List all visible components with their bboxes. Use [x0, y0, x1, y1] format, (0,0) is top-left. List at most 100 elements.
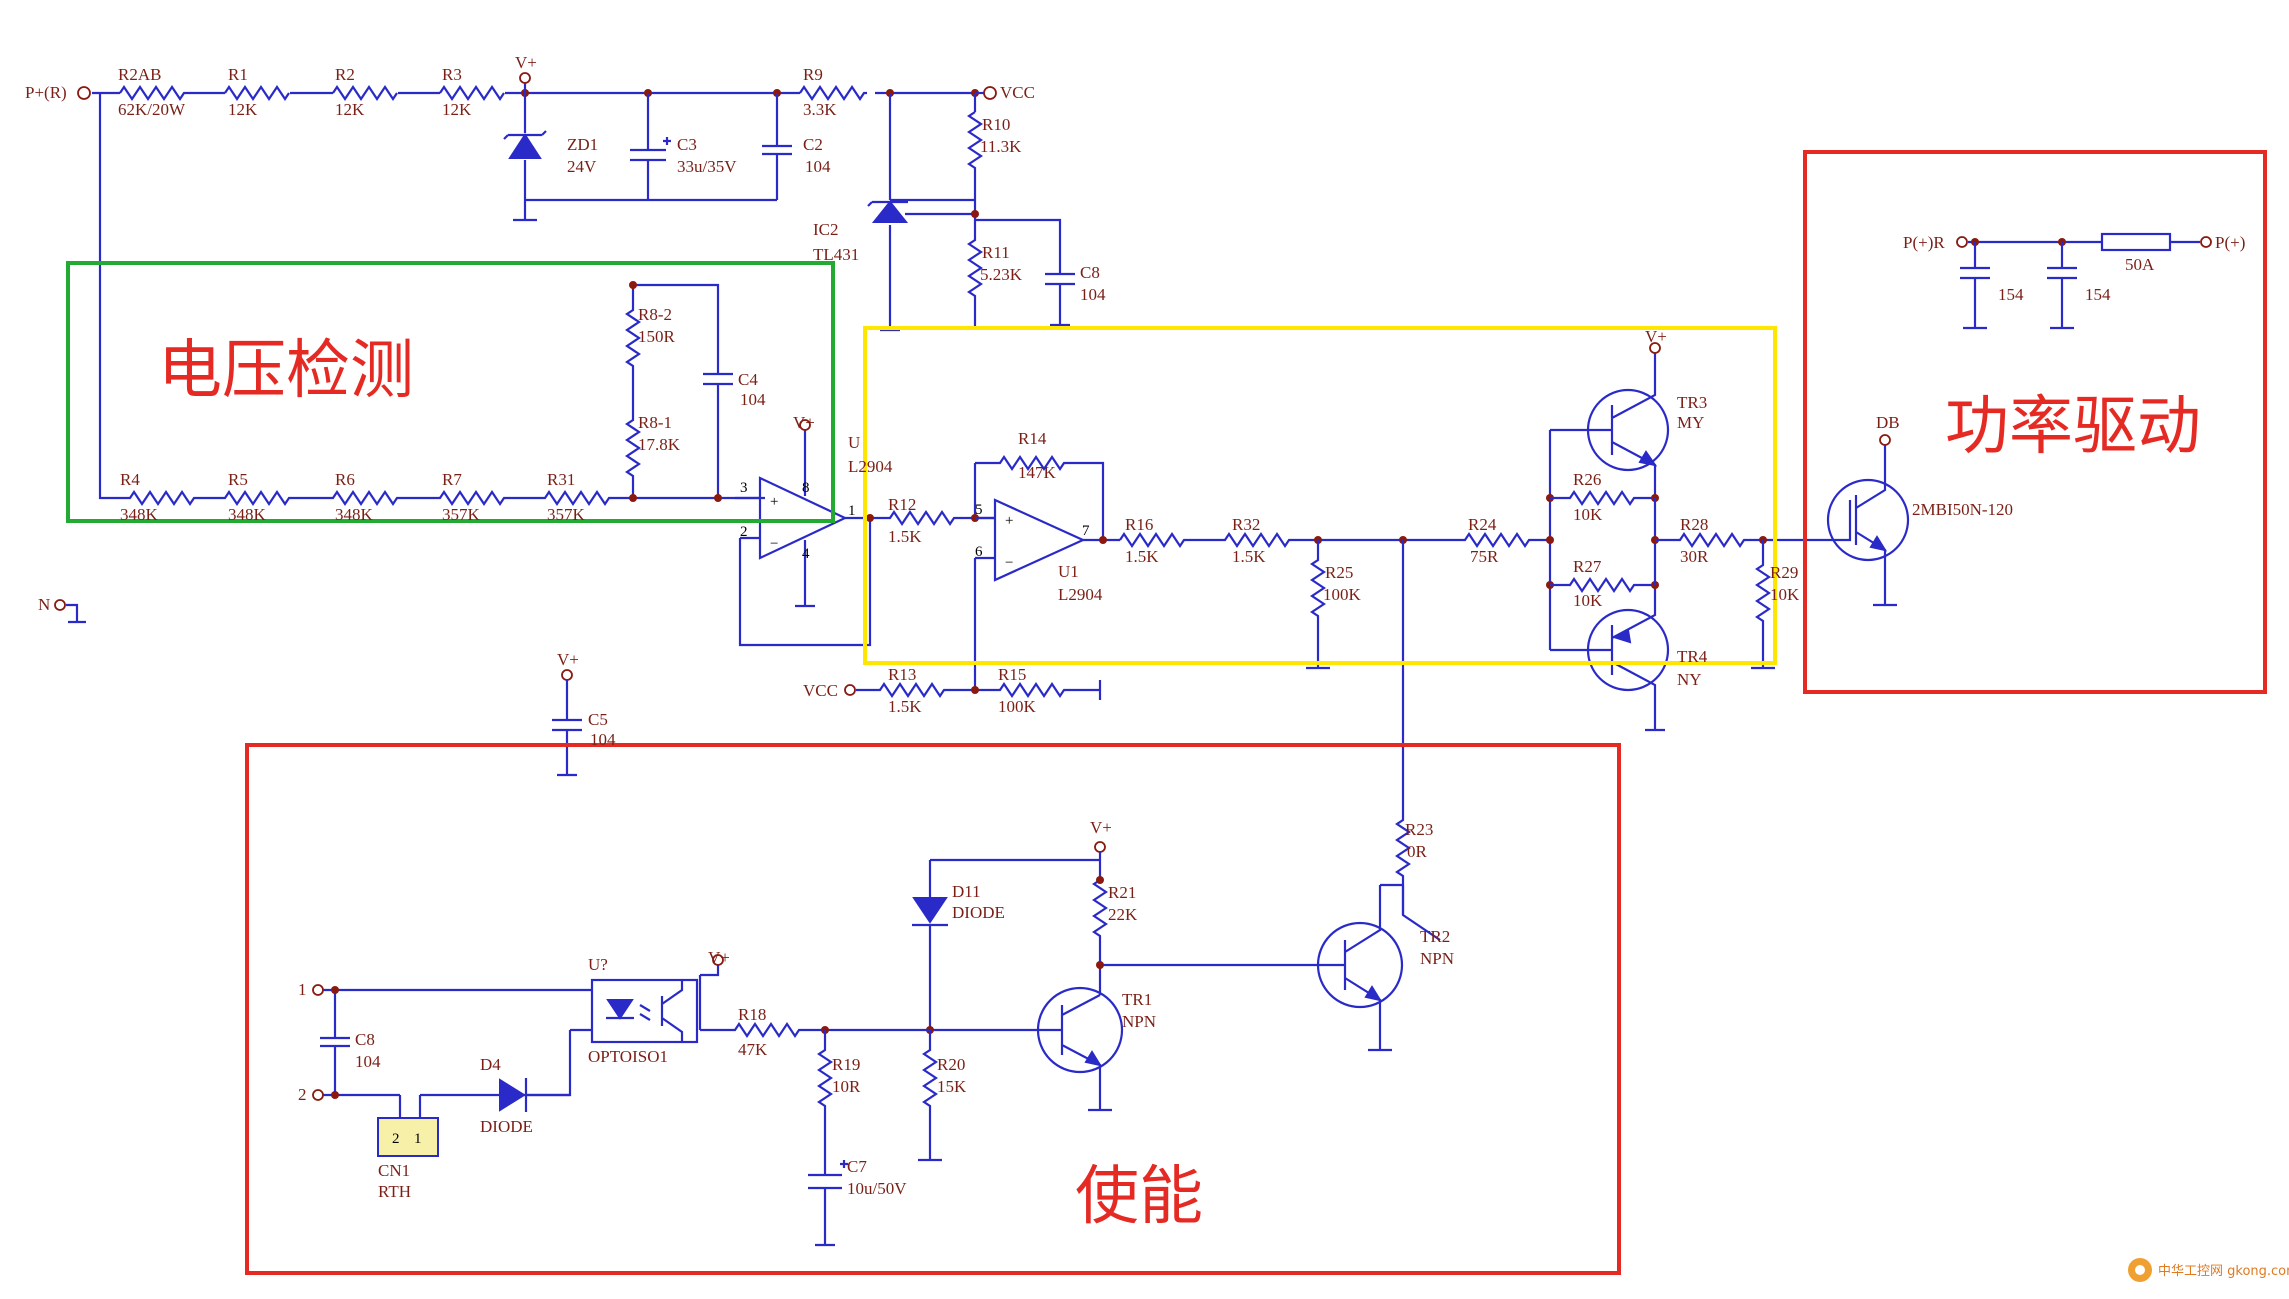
value-fuse: 50A [2125, 255, 2155, 274]
label-r81: R8-1 [638, 413, 672, 432]
pin-1: 1 [848, 503, 856, 519]
label-r25: R25 [1325, 563, 1353, 582]
port-input-2: 2 [298, 1085, 307, 1104]
port-n: N [38, 595, 50, 614]
value-r18: 47K [738, 1040, 768, 1059]
label-ic2: IC2 [813, 220, 839, 239]
resistor-r2ab [119, 85, 190, 101]
label-r12: R12 [888, 495, 916, 514]
value-ic2: TL431 [813, 245, 859, 264]
svg-text:+: + [770, 494, 778, 510]
pin-6: 6 [975, 544, 983, 560]
port-p-r: P+(R) [25, 83, 67, 102]
value-c7: 10u/50V [847, 1179, 907, 1198]
pin-4: 4 [802, 546, 810, 562]
port-vcc-mid: VCC [803, 681, 838, 700]
label-tr3: TR3 [1677, 393, 1707, 412]
value-r16: 1.5K [1125, 547, 1159, 566]
label-r24: R24 [1468, 515, 1497, 534]
enable-title: 使能 [1075, 1160, 1203, 1234]
value-c154b: 154 [2085, 285, 2111, 304]
port-vplus-3: V+ [1645, 327, 1667, 346]
watermark-text: 中华工控网 gkong.com [2158, 1264, 2289, 1279]
label-r2: R2 [335, 65, 355, 84]
value-r20: 15K [937, 1077, 967, 1096]
resistor-r1 [224, 85, 290, 101]
value-c3: 33u/35V [677, 157, 737, 176]
port-input-1: 1 [298, 980, 307, 999]
label-tr2: TR2 [1420, 927, 1450, 946]
label-c3: C3 [677, 135, 697, 154]
label-r82: R8-2 [638, 305, 672, 324]
port-vplus-6: V+ [1090, 818, 1112, 837]
label-tr1: TR1 [1122, 990, 1152, 1009]
value-opto: OPTOISO1 [588, 1047, 668, 1066]
svg-text:−: − [770, 536, 778, 552]
port-vplus-2: V+ [793, 413, 815, 432]
label-u1a: U [848, 433, 860, 452]
value-tr2: NPN [1420, 949, 1454, 968]
value-r29: 10K [1770, 585, 1800, 604]
value-r31: 357K [547, 505, 586, 524]
value-r2ab: 62K/20W [118, 100, 186, 119]
amplifier-box [863, 326, 1777, 665]
value-cn1: RTH [378, 1182, 411, 1201]
value-r28: 30R [1680, 547, 1709, 566]
value-tr4: NY [1677, 670, 1702, 689]
value-r23: 0R [1407, 842, 1428, 861]
label-r7: R7 [442, 470, 462, 489]
label-r6: R6 [335, 470, 355, 489]
label-d4: D4 [480, 1055, 501, 1074]
pin-2: 2 [740, 524, 748, 540]
value-r32: 1.5K [1232, 547, 1266, 566]
label-r23: R23 [1405, 820, 1433, 839]
cn1-pin-1: 1 [414, 1131, 422, 1147]
svg-text:+: + [1005, 513, 1013, 529]
resistor-r9 [799, 85, 867, 101]
value-r3: 12K [442, 100, 472, 119]
voltage-detect-circuit [54, 281, 765, 624]
label-r10: R10 [982, 115, 1010, 134]
value-r12: 1.5K [888, 527, 922, 546]
label-c5: C5 [588, 710, 608, 729]
port-p-out: P(+) [2215, 233, 2245, 252]
value-c2: 104 [805, 157, 831, 176]
value-r10: 11.3K [980, 137, 1022, 156]
power-input [1956, 232, 2212, 330]
label-r27: R27 [1573, 557, 1602, 576]
label-r20: R20 [937, 1055, 965, 1074]
value-r9: 3.3K [803, 100, 837, 119]
label-r9: R9 [803, 65, 823, 84]
label-d11: D11 [952, 882, 981, 901]
value-r15: 100K [998, 697, 1037, 716]
label-zd1: ZD1 [567, 135, 598, 154]
label-r18: R18 [738, 1005, 766, 1024]
port-vplus-1: V+ [515, 53, 537, 72]
label-c7: C7 [847, 1157, 867, 1176]
label-r15: R15 [998, 665, 1026, 684]
value-c5: 104 [590, 730, 616, 749]
label-r16: R16 [1125, 515, 1153, 534]
value-r81: 17.8K [638, 435, 681, 454]
value-r6: 348K [335, 505, 374, 524]
label-r2ab: R2AB [118, 65, 161, 84]
label-r21: R21 [1108, 883, 1136, 902]
value-c8b: 104 [355, 1052, 381, 1071]
value-r13: 1.5K [888, 697, 922, 716]
value-r26: 10K [1573, 505, 1603, 524]
label-r3: R3 [442, 65, 462, 84]
enable-box [245, 743, 1621, 1275]
port-vcc-top: VCC [1000, 83, 1035, 102]
label-opto: U? [588, 955, 608, 974]
label-r28: R28 [1680, 515, 1708, 534]
label-c8a: C8 [1080, 263, 1100, 282]
label-u1b: U1 [1058, 562, 1079, 581]
pin-3: 3 [740, 480, 748, 496]
opamp-u-comparator: + − [735, 419, 875, 647]
value-u1b: L2904 [1058, 585, 1103, 604]
port-vplus-5: V+ [708, 948, 730, 967]
value-tr3: MY [1677, 413, 1704, 432]
value-r25: 100K [1323, 585, 1362, 604]
voltage-detect-title: 电压检测 [158, 334, 414, 408]
value-r7: 357K [442, 505, 481, 524]
